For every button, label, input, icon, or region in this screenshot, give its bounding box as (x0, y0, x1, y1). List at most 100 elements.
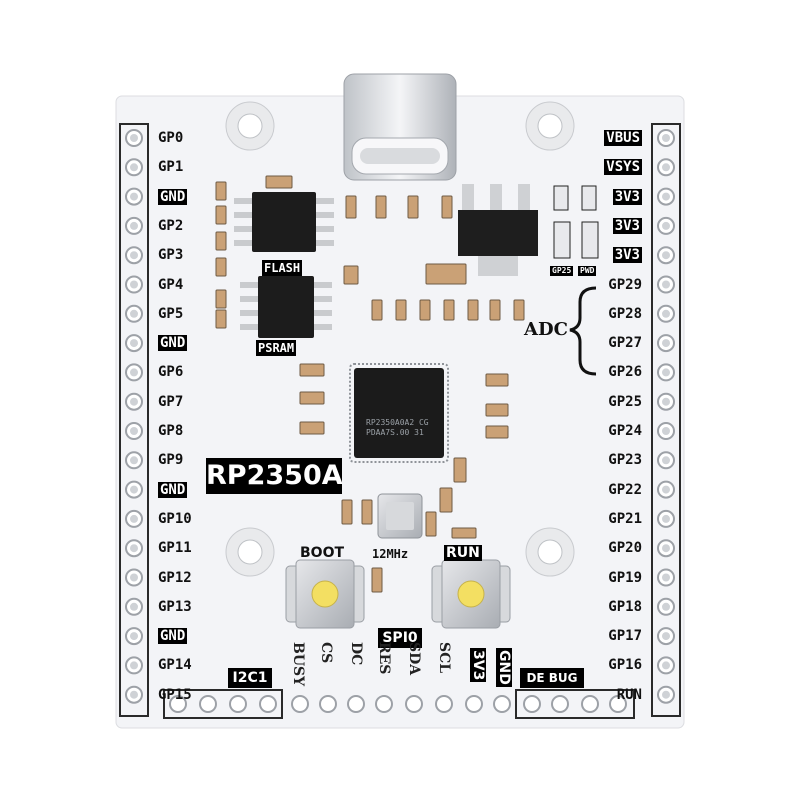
passive-component (439, 487, 453, 513)
spi-pin-label: SCL (436, 642, 452, 674)
spi-pin-label: RES (376, 642, 392, 675)
right-pin-label: RUN (616, 686, 642, 703)
spi0-label: SPI0 (378, 628, 422, 648)
left-pin-label: GP9 (158, 452, 184, 469)
left-pin-label: GP6 (158, 364, 184, 381)
passive-component (371, 299, 383, 321)
bottom-header-pin-hole (319, 695, 337, 713)
left-header (119, 123, 149, 717)
pwd-jumper-label: PWD (578, 266, 597, 276)
spi-pin-label: DC (348, 642, 364, 666)
bottom-header-pin-hole (551, 695, 569, 713)
passive-component (215, 289, 227, 309)
left-pin-label: GP0 (158, 130, 184, 146)
passive-component (299, 391, 325, 405)
bottom-header-pin-hole (291, 695, 309, 713)
mcu-marking-2: PDAA7S.00 31 (366, 428, 424, 437)
left-pin-label: GP10 (158, 510, 192, 527)
bottom-header-pin-hole (523, 695, 541, 713)
bottom-header-pin-hole (347, 695, 365, 713)
passive-component (407, 195, 419, 219)
passive-component (489, 299, 501, 321)
boot-label: BOOT (300, 545, 345, 561)
left-pin-label: GP11 (158, 540, 192, 557)
crystal-label: 12MHz (372, 547, 409, 561)
right-pin-label: GP16 (608, 657, 642, 674)
right-pin-label: GP28 (608, 305, 642, 322)
rp2350a-mcu (349, 363, 449, 463)
bottom-header-pin-hole (375, 695, 393, 713)
led-jumpers (553, 185, 599, 259)
passive-component (299, 363, 325, 377)
crystal-12mhz (377, 493, 423, 539)
mcu-marking-1: RP2350A0A2 CG (366, 418, 429, 427)
right-pin-label: 3V3 (612, 188, 642, 205)
passive-component (345, 195, 357, 219)
left-pin-label: GP14 (158, 657, 192, 674)
right-pin-label: GP17 (608, 628, 642, 645)
flash-label: FLASH (262, 260, 303, 276)
passive-component (361, 499, 373, 525)
left-pin-label: GND (158, 188, 188, 205)
passive-component (485, 403, 509, 417)
passive-component (425, 263, 467, 285)
right-pin-label: GP18 (608, 598, 642, 615)
left-pin-label: GP1 (158, 159, 184, 176)
left-pin-label: GP7 (158, 393, 184, 410)
passive-component (341, 499, 353, 525)
right-pin-label: GP19 (608, 569, 642, 586)
bottom-header-pin-hole (405, 695, 423, 713)
bottom-header-pin-hole (199, 695, 217, 713)
passive-component (215, 181, 227, 201)
right-pin-label: GP25 (608, 393, 642, 410)
spi-pin-label: SDA (406, 642, 422, 676)
psram-label: PSRAM (256, 340, 297, 356)
right-pin-label: 3V3 (612, 217, 642, 234)
left-pin-label: GND (158, 628, 188, 645)
passive-component (395, 299, 407, 321)
run-button-body (431, 559, 511, 629)
left-pin-label: GP13 (158, 598, 192, 615)
bottom-header-pin-hole (229, 695, 247, 713)
passive-component (419, 299, 431, 321)
right-pin-label: GP23 (608, 452, 642, 469)
boot-button-body (285, 559, 365, 629)
left-pin-label: GND (158, 335, 188, 352)
passive-component (485, 425, 509, 439)
right-pin-label: GP21 (608, 510, 642, 527)
right-pin-label: GP29 (608, 276, 642, 293)
passive-component (451, 527, 477, 539)
passive-component (215, 257, 227, 277)
usb-c-connector (343, 73, 457, 181)
passive-component (215, 205, 227, 225)
passive-component (425, 511, 437, 537)
power-pin-label: 3V3 (470, 648, 486, 683)
left-pin-label: GP5 (158, 305, 184, 322)
left-pin-label: GP12 (158, 569, 192, 586)
right-header (651, 123, 681, 717)
left-pin-label: GP15 (158, 686, 192, 703)
bottom-header-pin-hole (259, 695, 277, 713)
passive-component (215, 309, 227, 329)
passive-component (443, 299, 455, 321)
right-pin-label: VSYS (604, 159, 642, 176)
left-pin-label: GP4 (158, 276, 184, 293)
left-pin-label: GP3 (158, 247, 184, 264)
right-pin-label: GP26 (608, 364, 642, 381)
bottom-header-pin-hole (465, 695, 483, 713)
bottom-header-pin-hole (493, 695, 511, 713)
bottom-header-pin-hole (435, 695, 453, 713)
gp25-jumper-label: GP25 (550, 266, 574, 276)
spi-pin-label: CS (318, 642, 334, 664)
right-pin-label: GP27 (608, 335, 642, 352)
passive-component (343, 265, 359, 285)
left-pin-label: GND (158, 481, 188, 498)
psram-chip (240, 276, 332, 338)
right-pin-label: GP24 (608, 423, 642, 439)
debug-label: DE BUG (520, 668, 584, 688)
bottom-header-pin-hole (169, 695, 187, 713)
spi-pin-label: BUSY (290, 642, 306, 687)
right-pin-label: 3V3 (612, 247, 642, 264)
